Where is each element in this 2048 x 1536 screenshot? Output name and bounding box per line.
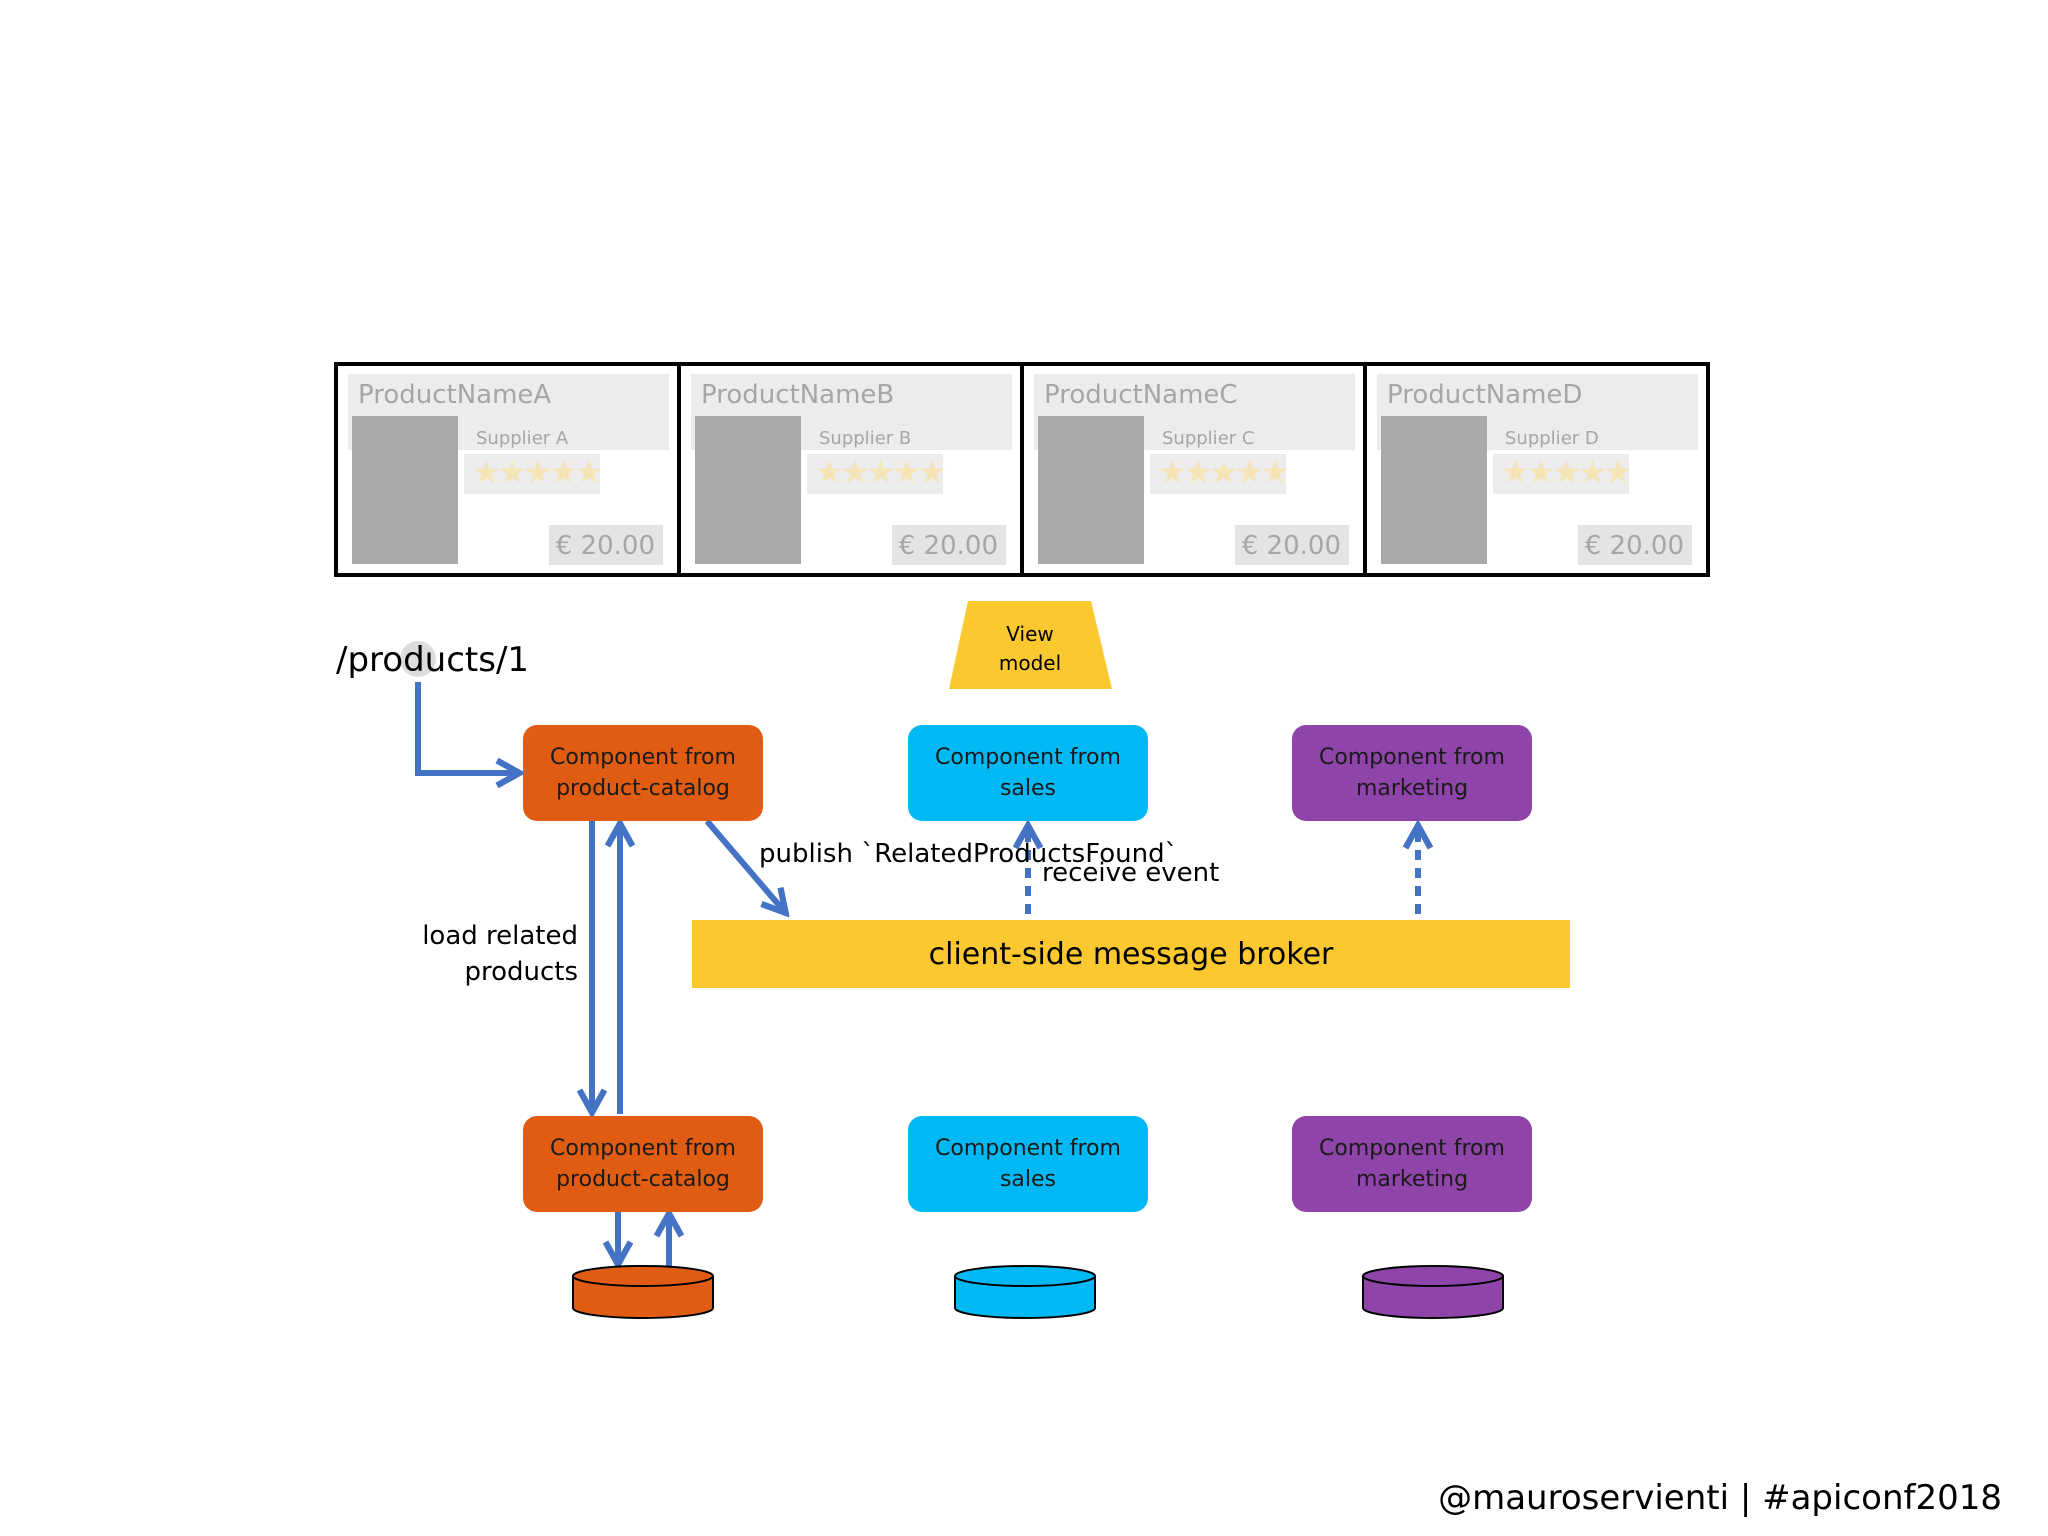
star-rating-icon: ★★★★★ (815, 453, 946, 491)
load-related-products-label: load related products (422, 921, 578, 987)
product-name: ProductNameA (358, 380, 552, 410)
star-rating-icon: ★★★★★ (1501, 453, 1632, 491)
rating-bar (1493, 454, 1629, 494)
rating-bar (807, 454, 943, 494)
product-supplier: Supplier D (1505, 428, 1599, 449)
price-bar (1578, 525, 1692, 565)
product-price: € 20.00 (555, 531, 655, 561)
database-icon-product-catalog (572, 1265, 714, 1319)
related-products-strip: ProductNameA Supplier A ★★★★★ € 20.00 Pr… (334, 362, 1710, 577)
route-arrow (415, 682, 517, 773)
cursor-click-indicator (400, 641, 436, 677)
product-image-placeholder (1038, 416, 1144, 564)
product-price: € 20.00 (1584, 531, 1684, 561)
product-price: € 20.00 (898, 531, 998, 561)
publish-event-label: publish `RelatedProductsFound` (759, 839, 1178, 869)
footer-credit: @mauroservienti | #apiconf2018 (1438, 1478, 2002, 1518)
rating-bar (464, 454, 600, 494)
product-image-placeholder (695, 416, 801, 564)
price-bar (549, 525, 663, 565)
client-side-message-broker: client-side message broker (692, 920, 1570, 988)
price-bar (892, 525, 1006, 565)
star-rating-icon: ★★★★★ (1158, 453, 1289, 491)
database-icon-marketing (1362, 1265, 1504, 1319)
publish-arrow (704, 819, 784, 911)
product-name: ProductNameC (1044, 380, 1238, 410)
product-supplier: Supplier B (819, 428, 912, 449)
product-card-a[interactable]: ProductNameA Supplier A ★★★★★ € 20.00 (338, 366, 681, 573)
product-name: ProductNameD (1387, 380, 1583, 410)
product-card-c[interactable]: ProductNameC Supplier C ★★★★★ € 20.00 (1024, 366, 1367, 573)
product-card-b[interactable]: ProductNameB Supplier B ★★★★★ € 20.00 (681, 366, 1024, 573)
product-price: € 20.00 (1241, 531, 1341, 561)
view-model-shape (949, 601, 1112, 689)
product-supplier: Supplier A (476, 428, 569, 449)
product-supplier: Supplier C (1162, 428, 1255, 449)
product-image-placeholder (352, 416, 458, 564)
product-name: ProductNameB (701, 380, 895, 410)
view-model-label: View model (998, 622, 1062, 675)
route-url: /products/1 (336, 640, 530, 680)
database-icon-sales (954, 1265, 1096, 1319)
rating-bar (1150, 454, 1286, 494)
receive-event-label: receive event (1042, 858, 1220, 888)
product-card-d[interactable]: ProductNameD Supplier D ★★★★★ € 20.00 (1367, 366, 1706, 573)
product-image-placeholder (1381, 416, 1487, 564)
price-bar (1235, 525, 1349, 565)
star-rating-icon: ★★★★★ (472, 453, 603, 491)
